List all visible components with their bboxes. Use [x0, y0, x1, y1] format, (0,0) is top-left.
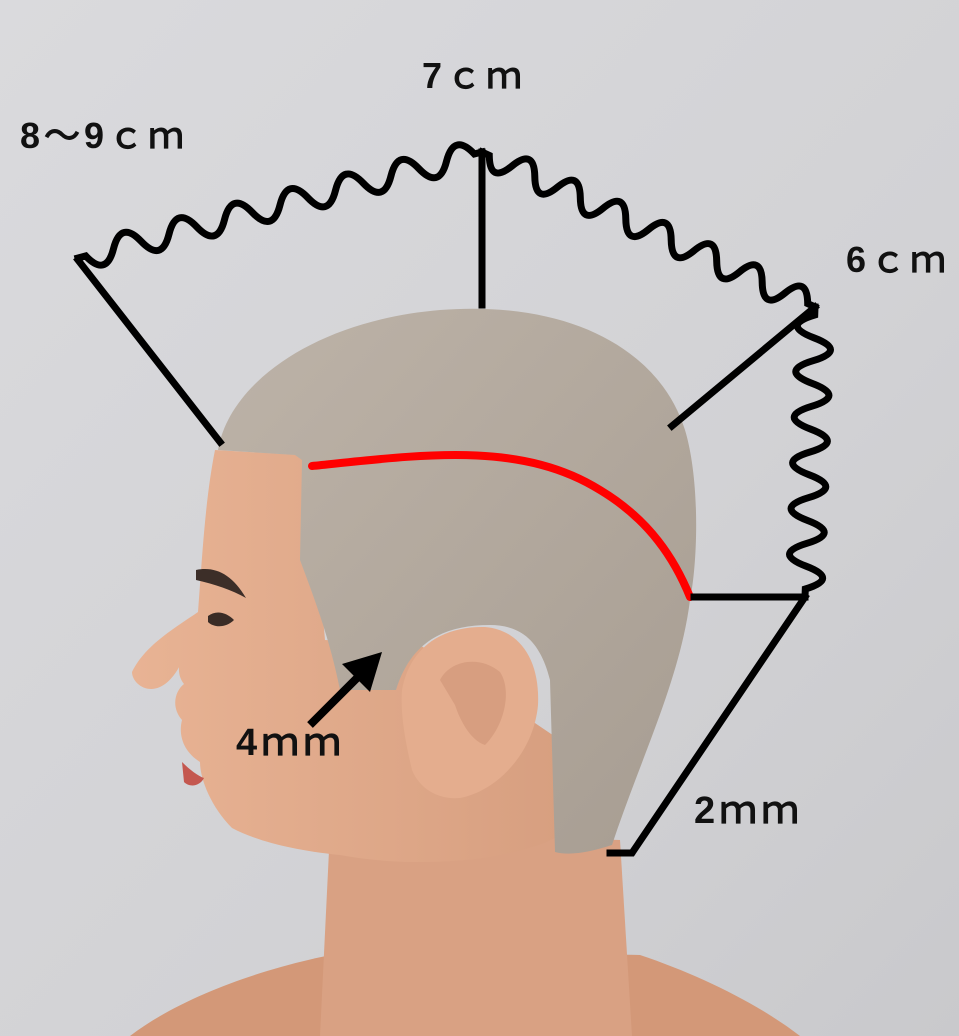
label-nape-length: 2ｍｍ	[694, 792, 803, 830]
label-temple-length: 4ｍｍ	[236, 724, 345, 762]
neck	[320, 830, 632, 1036]
label-top-length: 7ｃｍ	[422, 58, 526, 94]
label-left-length: 8～9ｃｍ	[20, 118, 188, 154]
label-right-length: 6ｃｍ	[846, 242, 950, 278]
